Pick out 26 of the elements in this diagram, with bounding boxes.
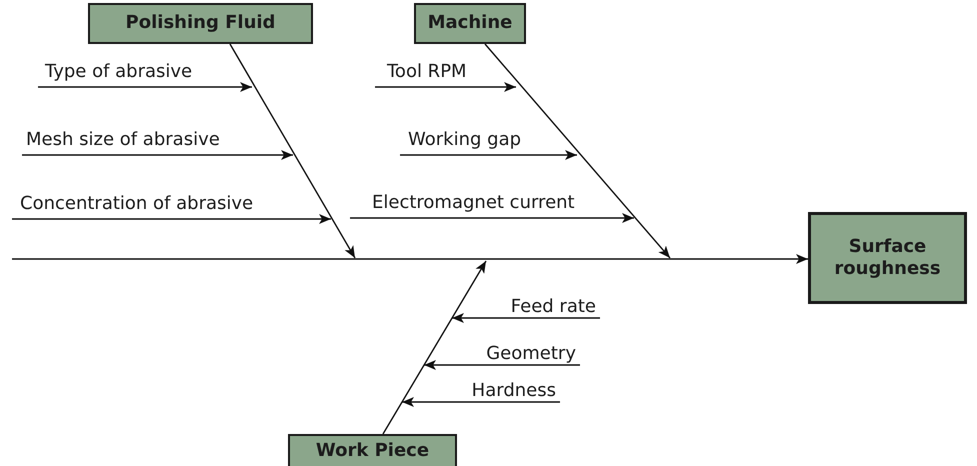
arrow (400, 150, 577, 160)
arrow (424, 360, 580, 370)
spine-arrow (12, 254, 808, 264)
arrow (22, 150, 293, 160)
cause-label: Tool RPM (387, 62, 467, 82)
arrow (38, 82, 252, 92)
arrow (229, 44, 356, 258)
arrow (452, 313, 600, 323)
cause-label: Type of abrasive (45, 62, 192, 82)
cause-label: Mesh size of abrasive (26, 130, 220, 150)
arrow (382, 260, 487, 434)
cause-label: Concentration of abrasive (20, 194, 254, 214)
arrow (402, 397, 560, 407)
arrow (375, 82, 516, 92)
arrow (12, 214, 331, 224)
cause-label: Geometry (486, 344, 576, 364)
cause-label: Working gap (408, 130, 522, 150)
category-box: Work Piece (288, 434, 457, 466)
cause-label: Hardness (472, 381, 556, 401)
cause-label: Electromagnet current (372, 193, 575, 213)
arrow (350, 213, 634, 223)
category-box: Polishing Fluid (88, 3, 313, 44)
arrow (484, 44, 671, 258)
category-box: Surface roughness (808, 212, 967, 304)
cause-label: Feed rate (510, 297, 596, 317)
category-box: Machine (414, 3, 526, 44)
